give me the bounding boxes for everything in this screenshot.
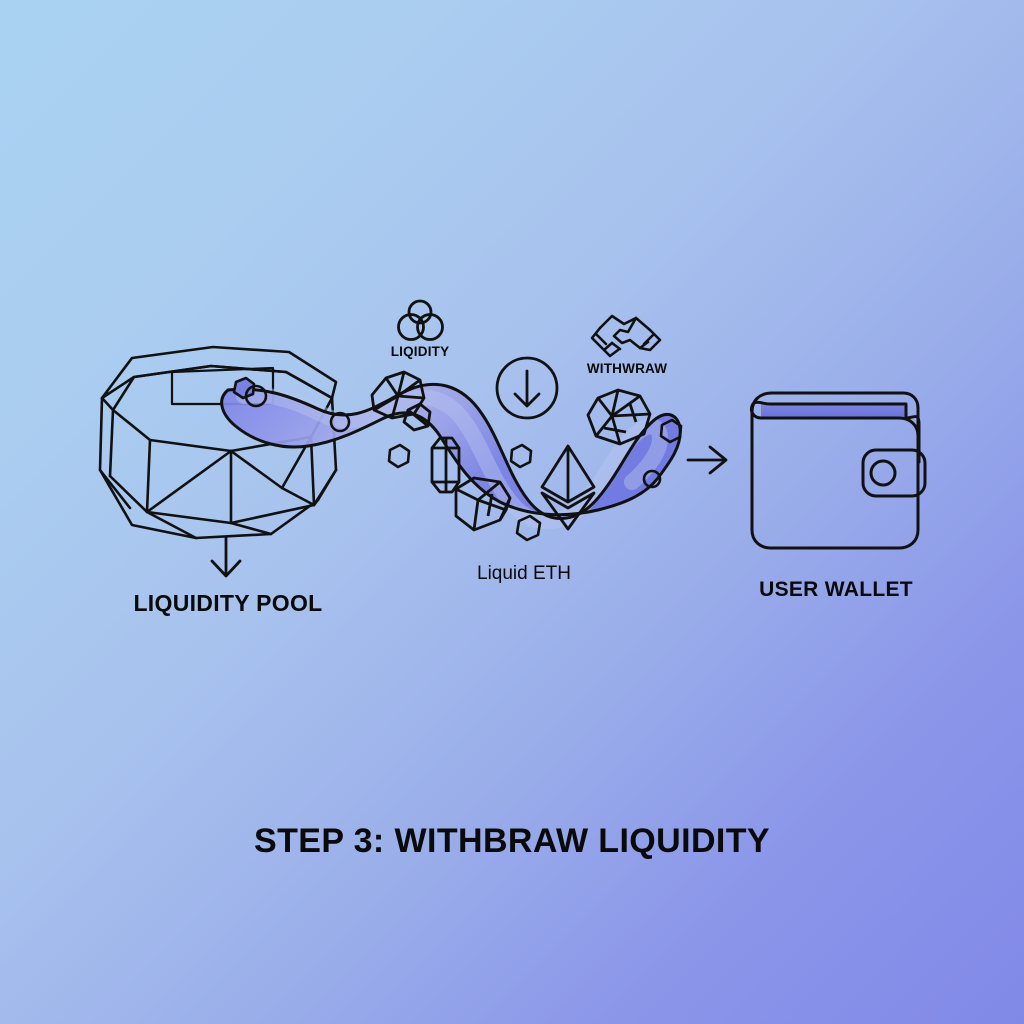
- crystal-cluster-icon: [370, 370, 432, 432]
- down-arrow-icon: [210, 536, 242, 578]
- handshake-icon: [590, 314, 662, 358]
- label-liquidity-pool: LIQUIDITY POOL: [133, 590, 323, 616]
- liquid-stream-icon: [220, 382, 682, 530]
- circled-down-arrow-icon: [495, 356, 559, 420]
- faceted-pool-vessel-icon: [98, 345, 338, 540]
- ethereum-diamond-icon: [540, 444, 596, 531]
- right-arrow-icon: [686, 445, 728, 475]
- label-user-wallet: USER WALLET: [759, 578, 913, 601]
- label-liqidity: LIQIDITY: [390, 344, 450, 359]
- label-withwraw: WITHWRAW: [586, 361, 668, 376]
- page-title: STEP 3: WITHBRAW LIQUIDITY: [253, 822, 771, 860]
- particle-bubbles: [232, 376, 683, 542]
- crystal-prism-icon: [430, 436, 461, 494]
- crystal-cluster-right-icon: [586, 388, 652, 446]
- label-liquid-eth: Liquid ETH: [477, 563, 571, 584]
- venn-three-circles-icon: [397, 299, 444, 341]
- wallet-icon: [750, 391, 927, 550]
- crystal-block-icon: [454, 476, 512, 532]
